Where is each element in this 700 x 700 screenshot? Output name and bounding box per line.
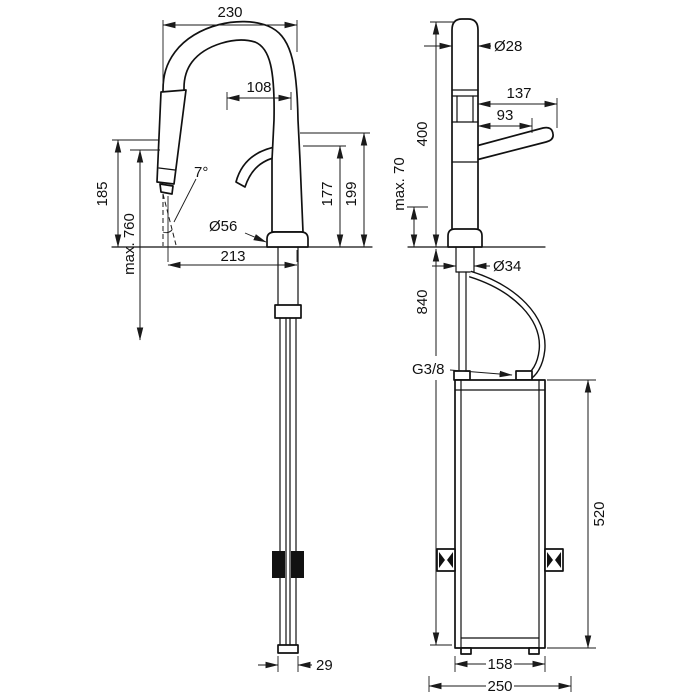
connection-thread-label: G3/8 — [412, 361, 445, 378]
front-spout-column — [451, 18, 479, 231]
connection-thread-callout: G3/8 — [412, 361, 513, 378]
dim-hose-pullout-label: max. 760 — [121, 213, 138, 275]
side-spray-head — [156, 89, 187, 185]
spray-angle-leader — [173, 178, 197, 223]
spray-angle-jet-line — [162, 193, 177, 246]
dim-height-above-deck-label: 400 — [414, 121, 431, 146]
box-clip-left — [436, 548, 456, 572]
side-spray-nozzle — [159, 183, 174, 195]
dim-box-depth-label: 250 — [487, 678, 512, 695]
dim-spout-reach: 230 — [162, 4, 298, 84]
front-hose-connector-right — [515, 370, 533, 381]
front-base-escutcheon — [447, 228, 483, 248]
dim-handle-height: 177 — [303, 145, 346, 248]
dim-spray-offset-label: 108 — [246, 79, 271, 96]
spray-angle-arc — [162, 229, 173, 234]
side-hose-end — [277, 644, 299, 654]
dim-reach-lower: 213 — [167, 196, 298, 269]
dim-spout-diameter-label: Ø28 — [494, 38, 522, 55]
box-foot-left — [460, 647, 472, 655]
dim-handle-height-label: 177 — [319, 181, 336, 206]
dim-hose-width-label: 29 — [316, 657, 333, 674]
front-hoses — [453, 270, 546, 384]
dim-spout-reach-label: 230 — [217, 4, 242, 21]
dim-handle-length: 137 — [477, 85, 558, 128]
side-hose-fitting — [274, 304, 302, 319]
box-foot-right — [528, 647, 540, 655]
dim-deck-thickness: max. 70 — [391, 157, 428, 248]
dim-handle-length-label: 137 — [506, 85, 531, 102]
side-spout-body — [162, 20, 304, 233]
dim-hose-length: 840 — [414, 248, 452, 646]
dim-height-above-deck: 400 — [414, 21, 455, 248]
dim-hose-length-label: 840 — [414, 289, 431, 314]
installation-box — [436, 379, 564, 655]
dim-base-diameter-label: Ø56 — [209, 218, 237, 235]
dim-outlet-height: 199 — [300, 132, 370, 248]
front-shank — [455, 246, 475, 273]
side-hose-assembly — [272, 246, 304, 654]
dim-hose-width: 29 — [258, 656, 333, 674]
side-handle-lever — [235, 145, 283, 188]
dim-box-width-label: 158 — [487, 656, 512, 673]
dim-spray-offset: 108 — [226, 79, 292, 110]
box-clip-right — [544, 548, 564, 572]
dim-handle-span: 93 — [477, 107, 533, 133]
dim-box-width: 158 — [454, 656, 546, 673]
front-hose-connector-left — [453, 370, 471, 381]
side-spray-head-ring — [158, 167, 176, 171]
dim-reach-lower-label: 213 — [220, 248, 245, 265]
dim-spray-height: 185 — [94, 139, 158, 248]
side-base-escutcheon — [266, 231, 309, 248]
dim-box-depth: 250 — [428, 676, 572, 695]
front-handle-lever — [475, 126, 554, 161]
dim-base-diameter: Ø56 — [209, 218, 267, 243]
dim-outlet-height-label: 199 — [343, 181, 360, 206]
dim-handle-span-label: 93 — [497, 107, 514, 124]
side-view: 7° 230 108 — [94, 4, 373, 674]
dim-box-height: 520 — [547, 379, 608, 649]
side-hose-weight-left — [272, 551, 285, 578]
dim-deck-thickness-label: max. 70 — [391, 157, 408, 210]
front-view: Ø28 137 93 400 max. 70 — [391, 18, 608, 695]
spray-angle-label: 7° — [194, 164, 208, 181]
dim-box-height-label: 520 — [591, 501, 608, 526]
side-hose-weight-right — [291, 551, 304, 578]
dim-hose-pullout: max. 760 — [121, 149, 160, 341]
dim-shank-diameter: Ø34 — [432, 258, 521, 275]
dim-shank-diameter-label: Ø34 — [493, 258, 521, 275]
dim-spray-height-label: 185 — [94, 181, 111, 206]
